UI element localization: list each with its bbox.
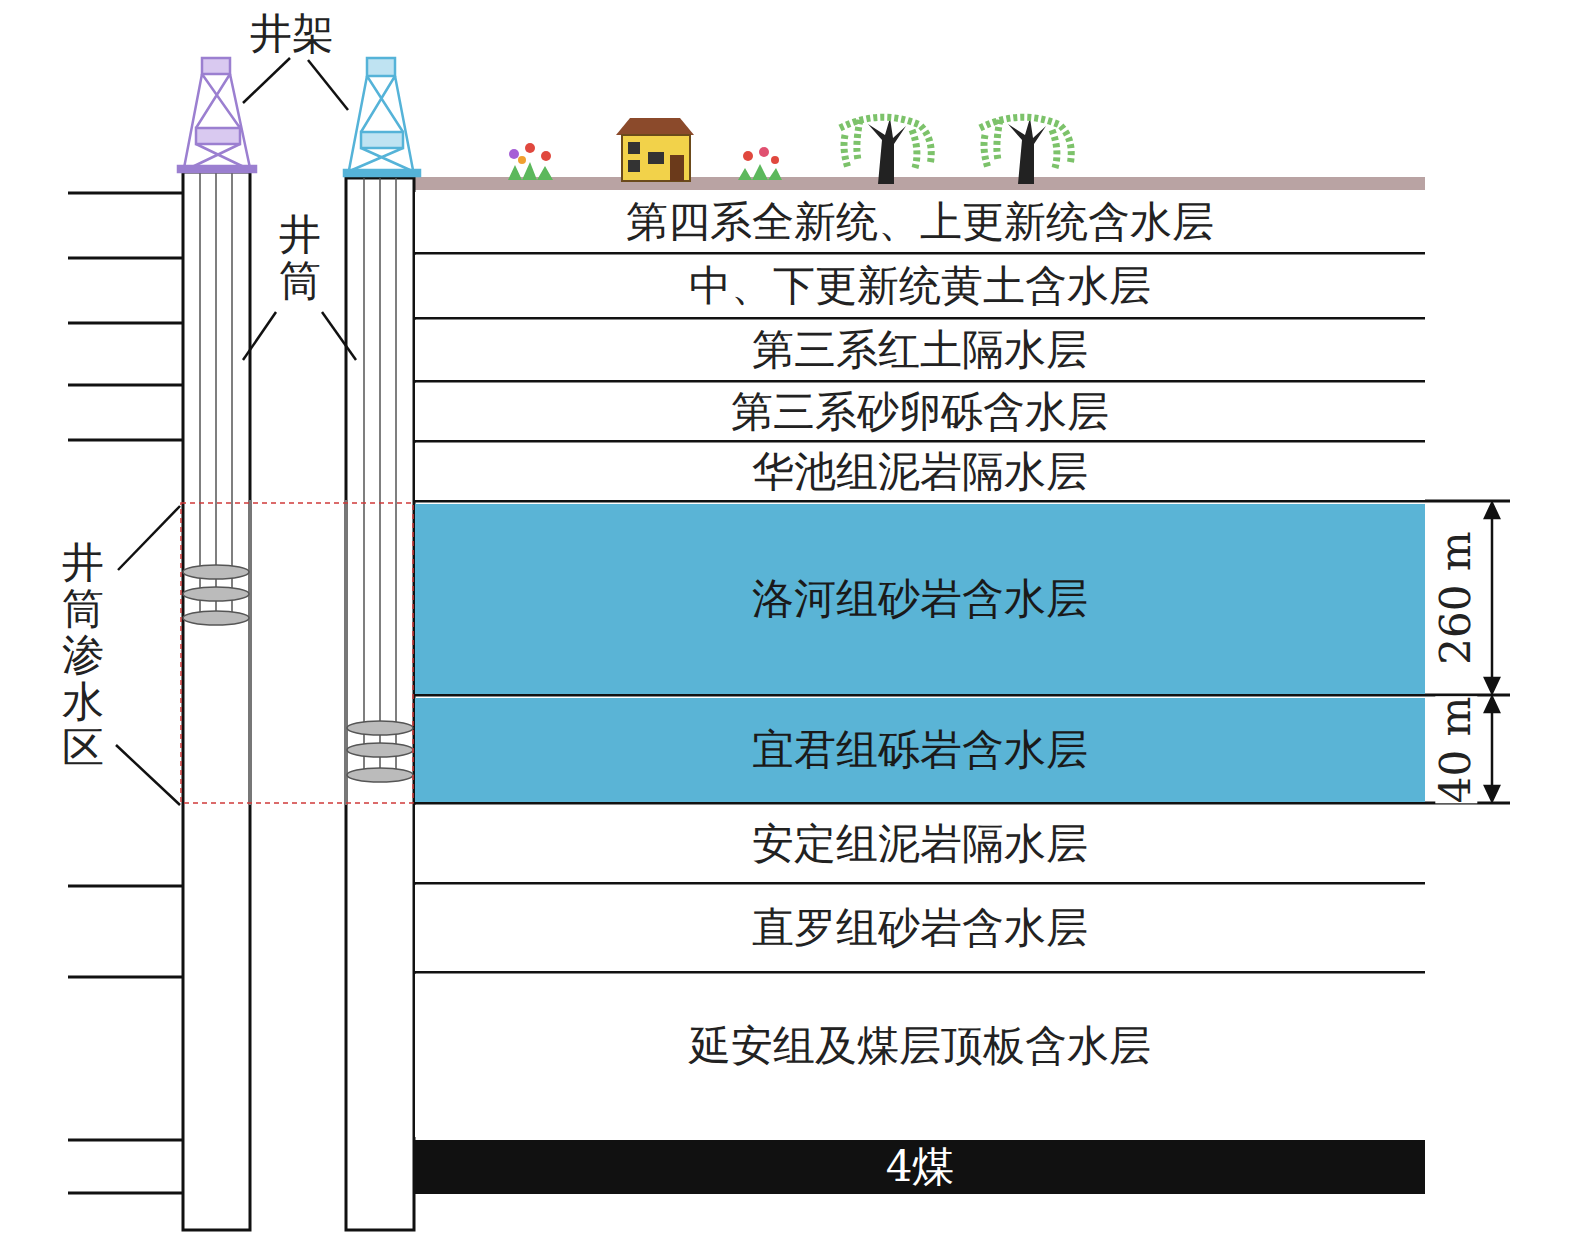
stratum-band: 延安组及煤层顶板含水层 bbox=[415, 974, 1425, 1137]
stratum-band: 洛河组砂岩含水层 bbox=[415, 504, 1425, 694]
seepage-zone-label: 井筒渗水区 bbox=[62, 540, 104, 771]
trees bbox=[840, 117, 1071, 184]
stratum-band: 华池组泥岩隔水层 bbox=[415, 443, 1425, 500]
shaft-label: 井筒 bbox=[279, 212, 321, 304]
dimension-arrows bbox=[1485, 503, 1499, 801]
headframe-right bbox=[344, 58, 420, 176]
stratum-band: 直罗组砂岩含水层 bbox=[415, 885, 1425, 971]
stratum-name: 直罗组砂岩含水层 bbox=[752, 900, 1088, 956]
shaft-right bbox=[346, 178, 414, 1230]
stratum-name: 第四系全新统、上更新统含水层 bbox=[626, 194, 1214, 250]
stratum-name: 洛河组砂岩含水层 bbox=[752, 571, 1088, 627]
seepage-zone bbox=[181, 503, 413, 803]
stratum-name: 第三系红土隔水层 bbox=[752, 322, 1088, 378]
stratum-band: 第四系全新统、上更新统含水层 bbox=[415, 192, 1425, 252]
stratum-band: 宜君组砾岩含水层 bbox=[415, 698, 1425, 802]
house bbox=[616, 118, 694, 181]
stratum-name: 第三系砂卵砾含水层 bbox=[731, 384, 1109, 440]
stratum-name: 中、下更新统黄土含水层 bbox=[689, 258, 1151, 314]
stratum-band: 安定组泥岩隔水层 bbox=[415, 805, 1425, 882]
stratum-name: 华池组泥岩隔水层 bbox=[752, 444, 1088, 500]
stratum-name: 宜君组砾岩含水层 bbox=[752, 722, 1088, 778]
stratum-band: 第三系红土隔水层 bbox=[415, 320, 1425, 380]
dimension-label: 260 m bbox=[1435, 531, 1477, 664]
coal-seam: 4煤 bbox=[415, 1140, 1425, 1194]
leader-lines bbox=[116, 58, 356, 805]
shaft-left bbox=[183, 172, 250, 1230]
stratum-name: 延安组及煤层顶板含水层 bbox=[689, 1018, 1151, 1074]
headframe-left bbox=[178, 58, 256, 172]
stratum-name: 安定组泥岩隔水层 bbox=[752, 816, 1088, 872]
dimension-label: 40 m bbox=[1435, 697, 1477, 804]
ground-surface bbox=[415, 177, 1425, 190]
stratum-band: 中、下更新统黄土含水层 bbox=[415, 255, 1425, 317]
stratum-band: 第三系砂卵砾含水层 bbox=[415, 383, 1425, 440]
layer-boundaries bbox=[415, 253, 1510, 972]
headframe-label: 井架 bbox=[250, 6, 334, 62]
stratum-name: 4煤 bbox=[886, 1139, 955, 1195]
